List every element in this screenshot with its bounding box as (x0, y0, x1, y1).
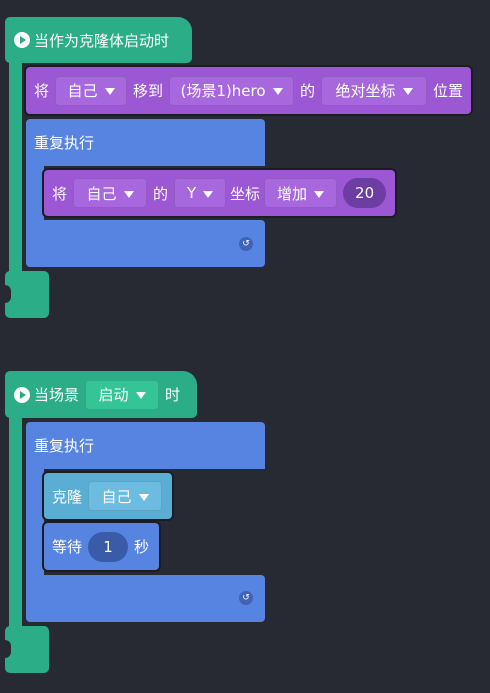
change-of: 的 (153, 184, 169, 203)
loop-arrow-icon: ↺ (239, 591, 253, 605)
loop-arrow-icon: ↺ (239, 237, 253, 251)
move-suffix: 位置 (433, 82, 464, 100)
script2-spine (9, 410, 22, 640)
script1-end-cap (5, 271, 49, 318)
chevron-down-icon (402, 88, 413, 95)
repeat-bottom: ↺ (26, 575, 265, 622)
move-to-block[interactable]: 将 自己 移到 (场景1)hero 的 绝对坐标 位置 (26, 67, 471, 114)
move-verb: 移到 (133, 82, 164, 100)
move-destination-dropdown[interactable]: (场景1)hero (169, 75, 295, 106)
chevron-down-icon (272, 88, 283, 95)
change-prefix: 将 (52, 184, 68, 203)
repeat-forever-block[interactable]: 重复执行 (26, 119, 265, 166)
operation-value: 增加 (277, 184, 308, 203)
axis-value: Y (186, 184, 197, 202)
chevron-down-icon (123, 190, 134, 198)
chevron-down-icon (138, 493, 149, 501)
script1-spine (9, 55, 22, 285)
chevron-down-icon (203, 190, 214, 198)
wait-amount-input[interactable]: 1 (88, 531, 129, 562)
event-dropdown[interactable]: 启动 (85, 379, 160, 410)
clone-target-value: 自己 (101, 487, 132, 506)
repeat-label: 重复执行 (34, 134, 95, 152)
move-prefix: 将 (34, 82, 50, 100)
move-target-value: 自己 (67, 82, 98, 100)
change-target-dropdown[interactable]: 自己 (73, 178, 148, 208)
hat-label: 当作为克隆体启动时 (34, 31, 170, 50)
wait-block[interactable]: 等待 1 秒 (44, 523, 159, 570)
event-value: 启动 (98, 386, 129, 404)
change-y-block[interactable]: 将 自己 的 Y 坐标 增加 20 (44, 170, 395, 216)
clone-start-hat-block[interactable]: 当作为克隆体启动时 (5, 17, 192, 63)
hat-suffix: 时 (165, 386, 181, 404)
hat-prefix: 当场景 (34, 386, 80, 404)
chevron-down-icon (104, 88, 115, 95)
repeat-bottom: ↺ (26, 220, 265, 267)
wait-label: 等待 (52, 538, 83, 556)
clone-target-dropdown[interactable]: 自己 (88, 481, 163, 511)
wait-unit: 秒 (134, 538, 150, 556)
move-of: 的 (300, 82, 316, 100)
move-target-dropdown[interactable]: 自己 (55, 75, 128, 106)
repeat-forever-block[interactable]: 重复执行 (26, 422, 265, 469)
coord-type-dropdown[interactable]: 绝对坐标 (321, 75, 428, 106)
script2-end-cap (5, 626, 49, 673)
play-icon (14, 32, 30, 48)
coord-type-value: 绝对坐标 (335, 82, 396, 100)
play-icon (14, 386, 30, 403)
repeat-label: 重复执行 (34, 437, 95, 455)
clone-block[interactable]: 克隆 自己 (44, 473, 172, 519)
chevron-down-icon (314, 190, 325, 198)
move-destination-value: (场景1)hero (180, 82, 266, 100)
change-target-value: 自己 (86, 184, 117, 203)
chevron-down-icon (135, 392, 146, 399)
scene-start-hat-block[interactable]: 当场景 启动 时 (5, 371, 197, 418)
repeat-arm (26, 465, 44, 580)
amount-input[interactable]: 20 (343, 178, 387, 208)
clone-label: 克隆 (52, 487, 83, 506)
coord-word: 坐标 (230, 184, 261, 203)
operation-dropdown[interactable]: 增加 (264, 178, 338, 208)
axis-dropdown[interactable]: Y (174, 178, 227, 208)
repeat-arm (26, 160, 44, 220)
